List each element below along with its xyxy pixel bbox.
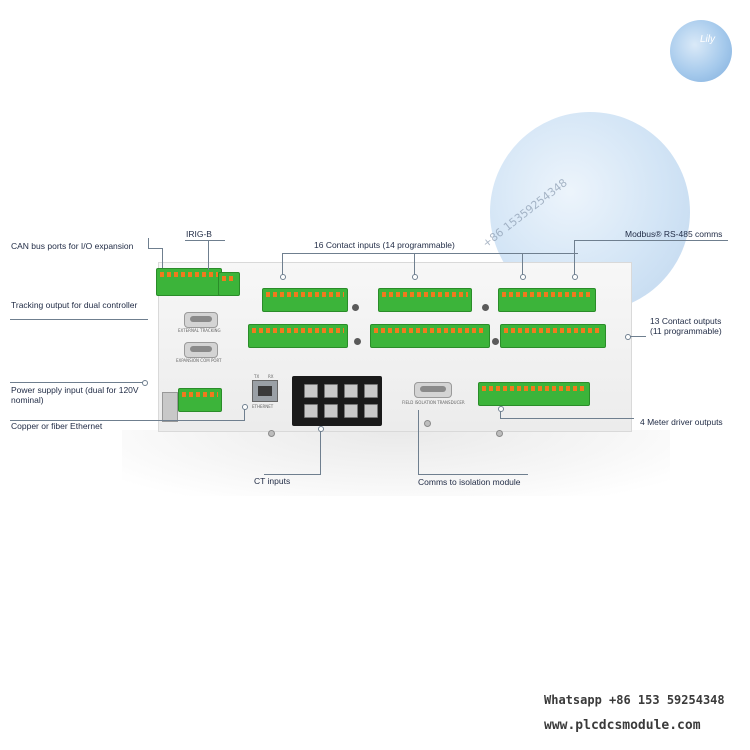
ethernet-label: ETHERNET [252,404,274,409]
logo-text: Lily [700,34,716,45]
callout-dot [625,334,631,340]
label-can-bus: CAN bus ports for I/O expansion [11,241,134,251]
callout-line [10,319,148,320]
external-tracking-label: EXTERNAL TRACKING [178,328,221,333]
rx-label: RX [268,374,274,379]
info-icon [352,304,359,311]
can-bus-plug [218,272,240,296]
screw [496,430,503,437]
contact-input-terminal-1 [262,288,348,312]
callout-line [148,238,149,248]
callout-dot [242,404,248,410]
label-ethernet: Copper or fiber Ethernet [11,421,103,431]
label-meter-outputs: 4 Meter driver outputs [640,417,723,427]
label-ct-inputs: CT inputs [254,476,291,486]
label-tracking: Tracking output for dual controller [11,300,138,310]
contact-input-terminal-3 [248,324,348,348]
info-icon [354,338,361,345]
field-isolation-label: FIELD ISOLATION TRANSDUCER [402,400,465,405]
callout-line [264,474,321,475]
callout-dot [572,274,578,280]
screw [268,430,275,437]
expansion-com-port [184,342,218,358]
callout-dot [318,426,324,432]
callout-line [10,382,144,383]
callout-line [10,420,244,421]
callout-line [148,248,162,249]
ethernet-port [252,380,278,402]
callout-line [185,240,225,241]
callout-line [574,240,728,241]
tx-label: TX [254,374,260,379]
callout-line [320,428,321,474]
contact-output-terminal-2 [500,324,606,348]
callout-dot [412,274,418,280]
external-tracking-port [184,312,218,328]
callout-dot [280,274,286,280]
callout-line [282,253,578,254]
callout-line [522,253,523,277]
callout-line [418,410,419,474]
callout-line [162,248,163,268]
info-icon [482,304,489,311]
callout-line [500,418,634,419]
label-power-supply: Power supply input (dual for 120V nomina… [11,385,139,405]
label-modbus: Modbus® RS-485 comms [625,229,723,239]
callout-line [414,253,415,277]
screw [424,420,431,427]
device-shadow [122,430,670,496]
label-contact-outputs: 13 Contact outputs (11 programmable) [650,316,722,336]
contact-input-terminal-2 [378,288,472,312]
ct-terminal-block [292,376,382,426]
label-contact-inputs: 16 Contact inputs (14 programmable) [314,240,455,250]
callout-dot [520,274,526,280]
callout-line [208,240,209,270]
callout-dot [142,380,148,386]
callout-line [500,408,501,419]
info-icon [492,338,499,345]
callout-line [282,253,283,277]
callout-dot [498,406,504,412]
field-isolation-port [414,382,452,398]
modbus-terminal [498,288,596,312]
callout-line [628,336,646,337]
website-watermark: www.plcdcsmodule.com [544,718,701,733]
meter-driver-terminal [478,382,590,406]
label-irig-b: IRIG-B [186,229,212,239]
callout-line [244,406,245,421]
callout-line [418,474,528,475]
logo-globe [670,20,732,82]
whatsapp-watermark: Whatsapp +86 153 59254348 [544,693,725,707]
power-supply-terminal [178,388,222,412]
can-bus-terminal [156,268,222,296]
label-comms-isolation: Comms to isolation module [418,477,521,487]
expansion-com-label: EXPANSION COM PORT [176,358,222,363]
power-supply-connector [162,392,178,422]
contact-output-terminal-1 [370,324,490,348]
callout-line [574,240,575,276]
